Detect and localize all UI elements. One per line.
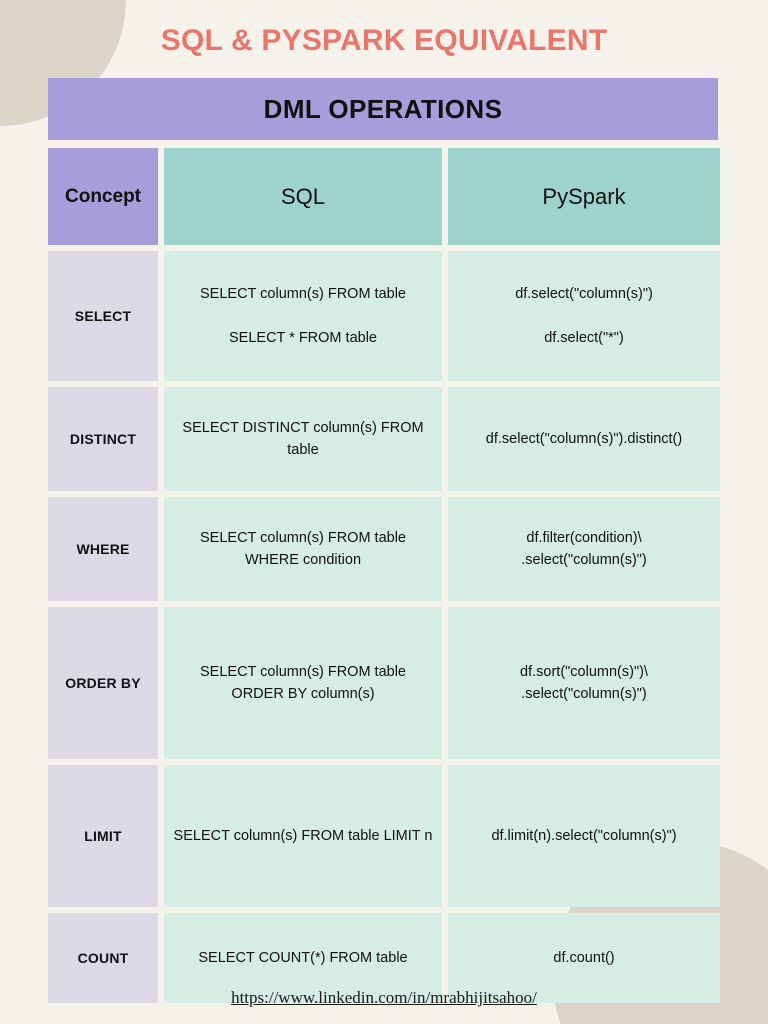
code-line: SELECT DISTINCT column(s) FROM xyxy=(182,419,424,436)
pyspark-cell: df.select("column(s)") df.select("*") xyxy=(448,251,720,381)
code-line: df.count() xyxy=(553,949,615,966)
concept-cell: ORDER BY xyxy=(48,607,158,759)
concept-cell: LIMIT xyxy=(48,765,158,907)
code-line: df.select("*") xyxy=(544,330,624,346)
linkedin-profile-link[interactable]: https://www.linkedin.com/in/mrabhijitsah… xyxy=(231,988,537,1007)
code-line: SELECT column(s) FROM table LIMIT n xyxy=(173,827,433,844)
code-line: df.select("column(s)").distinct() xyxy=(485,430,683,447)
code-line: WHERE condition xyxy=(244,552,362,568)
code-line: df.select("column(s)") xyxy=(515,285,653,302)
pyspark-cell: df.count() xyxy=(448,913,720,1003)
code-line: .select("column(s)") xyxy=(521,686,647,702)
code-line: df.filter(condition)\ xyxy=(526,529,642,546)
sql-cell: SELECT DISTINCT column(s) FROM table xyxy=(164,387,442,491)
code-line: df.limit(n).select("column(s)") xyxy=(491,827,677,844)
table-row: LIMIT SELECT column(s) FROM table LIMIT n… xyxy=(48,765,720,907)
concept-cell: SELECT xyxy=(48,251,158,381)
code-line: ORDER BY column(s) xyxy=(231,686,375,702)
pyspark-cell: df.select("column(s)").distinct() xyxy=(448,387,720,491)
code-line: table xyxy=(287,442,319,458)
code-line: SELECT COUNT(*) FROM table xyxy=(198,949,408,966)
sql-cell: SELECT COUNT(*) FROM table xyxy=(164,913,442,1003)
table-row: DISTINCT SELECT DISTINCT column(s) FROM ta… xyxy=(48,387,720,491)
footer: https://www.linkedin.com/in/mrabhijitsah… xyxy=(0,988,768,1008)
section-banner-dml: DML OPERATIONS xyxy=(48,78,718,140)
code-line: SELECT column(s) FROM table xyxy=(199,285,406,302)
table-row: COUNT SELECT COUNT(*) FROM table df.count(… xyxy=(48,913,720,1003)
column-header-pyspark: PySpark xyxy=(448,148,720,245)
code-line: df.sort("column(s)")\ xyxy=(520,663,648,680)
code-line: SELECT column(s) FROM table xyxy=(199,663,406,680)
code-line: .select("column(s)") xyxy=(521,552,647,568)
pyspark-cell: df.sort("column(s)")\ .select("column(s)"… xyxy=(448,607,720,759)
table-header-row: Concept SQL PySpark xyxy=(48,148,720,245)
column-header-concept: Concept xyxy=(48,148,158,245)
comparison-table: DML OPERATIONS Concept SQL PySpark SELEC… xyxy=(48,78,720,1009)
concept-cell: WHERE xyxy=(48,497,158,601)
sql-cell: SELECT column(s) FROM table LIMIT n xyxy=(164,765,442,907)
code-line: SELECT column(s) FROM table xyxy=(199,529,406,546)
column-header-sql: SQL xyxy=(164,148,442,245)
concept-cell: DISTINCT xyxy=(48,387,158,491)
concept-cell: COUNT xyxy=(48,913,158,1003)
code-line: SELECT * FROM table xyxy=(228,330,377,346)
pyspark-cell: df.filter(condition)\ .select("column(s)"… xyxy=(448,497,720,601)
page-title: SQL & PYSPARK EQUIVALENT xyxy=(160,24,608,57)
pyspark-cell: df.limit(n).select("column(s)") xyxy=(448,765,720,907)
